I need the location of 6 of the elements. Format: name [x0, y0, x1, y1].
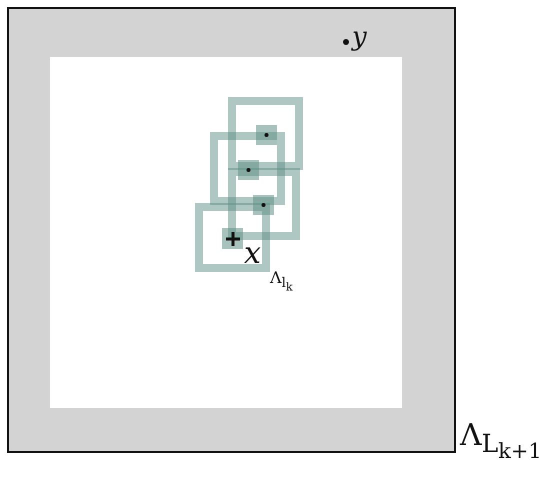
point-label: y: [352, 22, 367, 52]
point-label: x: [244, 236, 261, 271]
translated-box: [210, 132, 285, 205]
translated-box: [195, 203, 270, 272]
translated-box: [228, 168, 300, 240]
translated-box: [228, 97, 303, 170]
